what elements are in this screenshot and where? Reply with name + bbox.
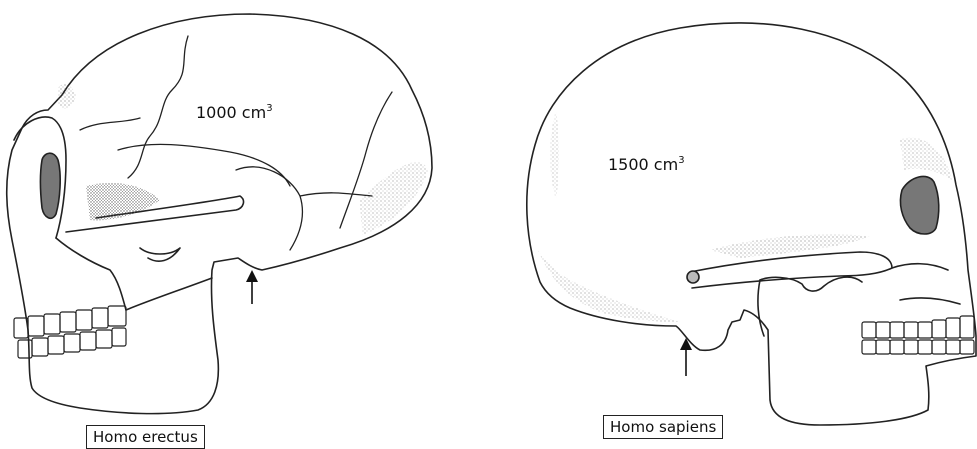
erectus-suture-frontal xyxy=(80,118,140,130)
sapiens-face-lines xyxy=(892,264,960,304)
erectus-eye-socket xyxy=(41,153,61,218)
erectus-teeth xyxy=(14,306,126,358)
erectus-suture-parietal xyxy=(118,144,290,186)
erectus-suture-coronal xyxy=(128,36,188,178)
erectus-maxilla xyxy=(56,238,126,310)
erectus-suture-occipital xyxy=(300,193,372,196)
sapiens-volume-label: 1500 cm3 xyxy=(608,155,685,174)
erectus-forehead-shading xyxy=(58,84,76,109)
sapiens-front-shading xyxy=(550,110,559,200)
erectus-temporal-shading xyxy=(86,183,160,220)
sapiens-occiput-shading xyxy=(538,250,680,322)
homo-erectus-skull xyxy=(7,14,432,414)
erectus-ramus xyxy=(140,248,180,261)
homo-erectus-caption: Homo erectus xyxy=(86,425,205,449)
sapiens-ear-opening xyxy=(687,271,699,283)
sapiens-eye-socket xyxy=(900,176,938,234)
erectus-arrow xyxy=(246,270,258,304)
homo-sapiens-skull xyxy=(527,23,976,425)
sapiens-temporal-shading xyxy=(710,235,870,258)
erectus-suture-temporal xyxy=(236,167,302,250)
erectus-mandible xyxy=(126,278,212,310)
sapiens-teeth xyxy=(862,316,974,354)
homo-sapiens-caption: Homo sapiens xyxy=(603,415,723,439)
sapiens-mandible-body xyxy=(758,280,764,336)
sapiens-arrow xyxy=(680,338,692,376)
erectus-volume-label: 1000 cm3 xyxy=(196,103,273,122)
